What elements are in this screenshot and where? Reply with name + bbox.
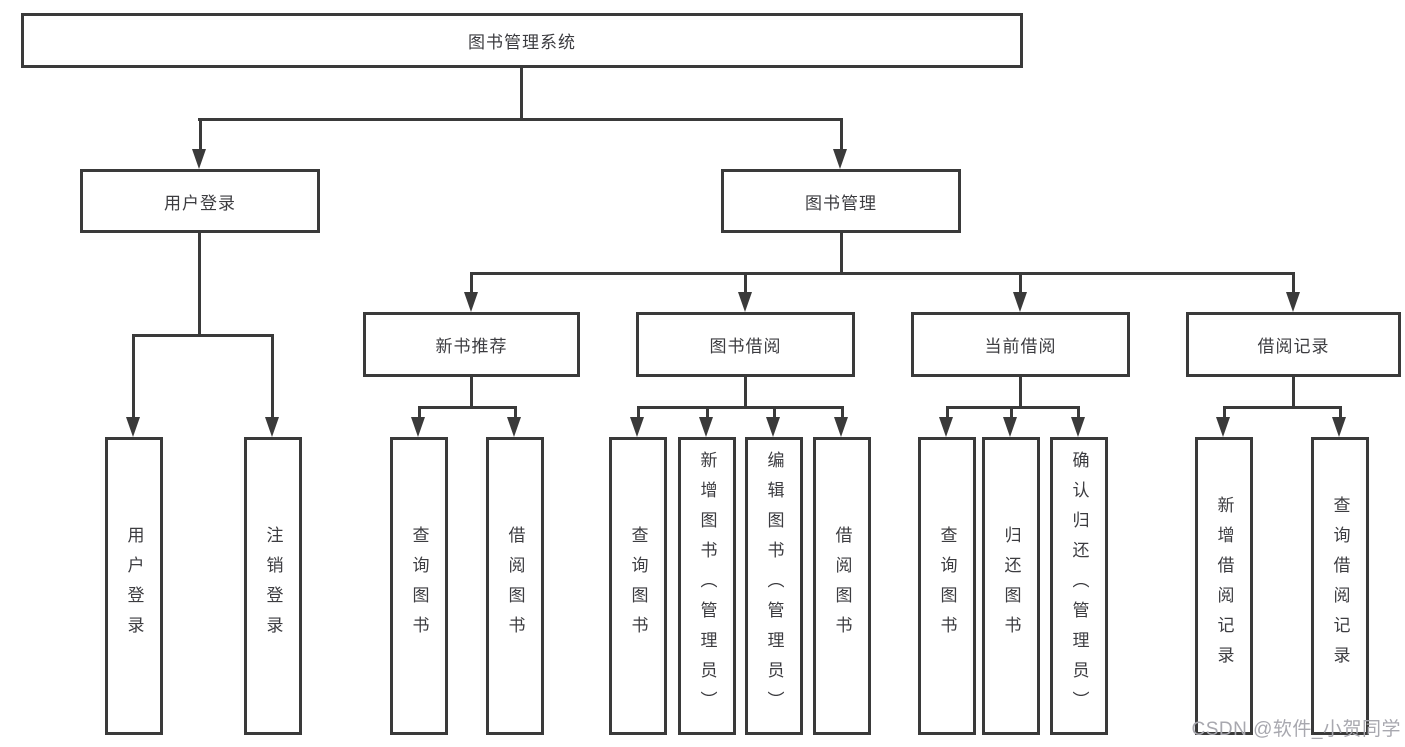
connector-line <box>840 118 843 151</box>
leaf-query-books-borrowing: 查询图书 <box>609 437 667 735</box>
arrow-down-icon <box>766 417 780 437</box>
arrow-down-icon <box>1332 417 1346 437</box>
node-new-book-recommend: 新书推荐 <box>363 312 580 377</box>
leaf-query-books-recommend: 查询图书 <box>390 437 448 735</box>
connector-line <box>418 406 517 409</box>
leaf-confirm-return-admin: 确认归还（管理员） <box>1050 437 1108 735</box>
connector-line <box>1077 406 1080 419</box>
node-label: 用户登录 <box>164 193 236 213</box>
connector-line <box>773 406 776 419</box>
leaf-user-login: 用户登录 <box>105 437 163 735</box>
connector-line <box>841 406 844 419</box>
node-label: 查询图书 <box>409 526 429 646</box>
arrow-down-icon <box>939 417 953 437</box>
leaf-edit-book-admin: 编辑图书（管理员） <box>745 437 803 735</box>
connector-line <box>198 118 843 121</box>
node-label: 注销登录 <box>263 526 283 646</box>
node-user-login: 用户登录 <box>80 169 320 233</box>
arrow-down-icon <box>1013 292 1027 312</box>
node-book-borrowing: 图书借阅 <box>636 312 855 377</box>
arrow-down-icon <box>1071 417 1085 437</box>
connector-line <box>946 406 949 419</box>
node-label: 查询借阅记录 <box>1330 496 1350 676</box>
arrow-down-icon <box>507 417 521 437</box>
connector-line <box>1019 377 1022 408</box>
connector-line <box>1223 406 1226 419</box>
arrow-down-icon <box>834 417 848 437</box>
node-label: 编辑图书（管理员） <box>764 451 784 721</box>
arrow-down-icon <box>464 292 478 312</box>
arrow-down-icon <box>126 417 140 437</box>
connector-line <box>1292 377 1295 408</box>
node-label: 借阅记录 <box>1257 337 1330 356</box>
connector-line <box>271 334 274 419</box>
node-label: 图书借阅 <box>709 337 782 356</box>
connector-line <box>132 334 274 337</box>
connector-line <box>1339 406 1342 419</box>
node-label: 归还图书 <box>1001 526 1021 646</box>
node-label: 图书管理系统 <box>468 33 576 52</box>
connector-line <box>1292 272 1295 294</box>
connector-line <box>1019 272 1022 294</box>
node-label: 用户登录 <box>124 526 144 646</box>
connector-line <box>199 118 202 151</box>
arrow-down-icon <box>833 149 847 169</box>
connector-line <box>1223 406 1341 409</box>
node-borrowing-records: 借阅记录 <box>1186 312 1401 377</box>
arrow-down-icon <box>1286 292 1300 312</box>
leaf-borrow-books-recommend: 借阅图书 <box>486 437 544 735</box>
leaf-add-book-admin: 新增图书（管理员） <box>678 437 736 735</box>
leaf-query-borrow-record: 查询借阅记录 <box>1311 437 1369 735</box>
connector-line <box>418 406 421 419</box>
leaf-return-book: 归还图书 <box>982 437 1040 735</box>
leaf-query-books-current: 查询图书 <box>918 437 976 735</box>
node-current-borrowing: 当前借阅 <box>911 312 1130 377</box>
connector-line <box>470 377 473 408</box>
node-label: 图书管理 <box>805 193 877 213</box>
connector-line <box>744 272 747 294</box>
connector-line <box>637 406 844 409</box>
node-label: 新书推荐 <box>435 337 508 356</box>
connector-line <box>470 272 473 294</box>
arrow-down-icon <box>738 292 752 312</box>
node-label: 确认归还（管理员） <box>1069 451 1089 721</box>
node-label: 查询图书 <box>937 526 957 646</box>
node-label: 查询图书 <box>628 526 648 646</box>
node-library-management-system: 图书管理系统 <box>21 13 1023 68</box>
arrow-down-icon <box>411 417 425 437</box>
node-label: 借阅图书 <box>505 526 525 646</box>
leaf-add-borrow-record: 新增借阅记录 <box>1195 437 1253 735</box>
node-label: 当前借阅 <box>984 337 1057 356</box>
connector-line <box>946 406 1080 409</box>
node-label: 新增借阅记录 <box>1214 496 1234 676</box>
leaf-logout-login: 注销登录 <box>244 437 302 735</box>
connector-line <box>132 334 135 419</box>
connector-line <box>637 406 640 419</box>
connector-line <box>744 377 747 408</box>
arrow-down-icon <box>630 417 644 437</box>
node-book-management: 图书管理 <box>721 169 961 233</box>
connector-line <box>840 233 843 275</box>
connector-line <box>470 272 1295 275</box>
connector-line <box>1010 406 1013 419</box>
arrow-down-icon <box>192 149 206 169</box>
arrow-down-icon <box>1003 417 1017 437</box>
connector-line <box>198 233 201 337</box>
connector-line <box>706 406 709 419</box>
node-label: 借阅图书 <box>832 526 852 646</box>
leaf-borrow-books-borrowing: 借阅图书 <box>813 437 871 735</box>
connector-line <box>520 68 523 120</box>
arrow-down-icon <box>699 417 713 437</box>
arrow-down-icon <box>265 417 279 437</box>
node-label: 新增图书（管理员） <box>697 451 717 721</box>
connector-line <box>514 406 517 419</box>
arrow-down-icon <box>1216 417 1230 437</box>
watermark: CSDN @软件_小贺同学 <box>1191 719 1401 740</box>
